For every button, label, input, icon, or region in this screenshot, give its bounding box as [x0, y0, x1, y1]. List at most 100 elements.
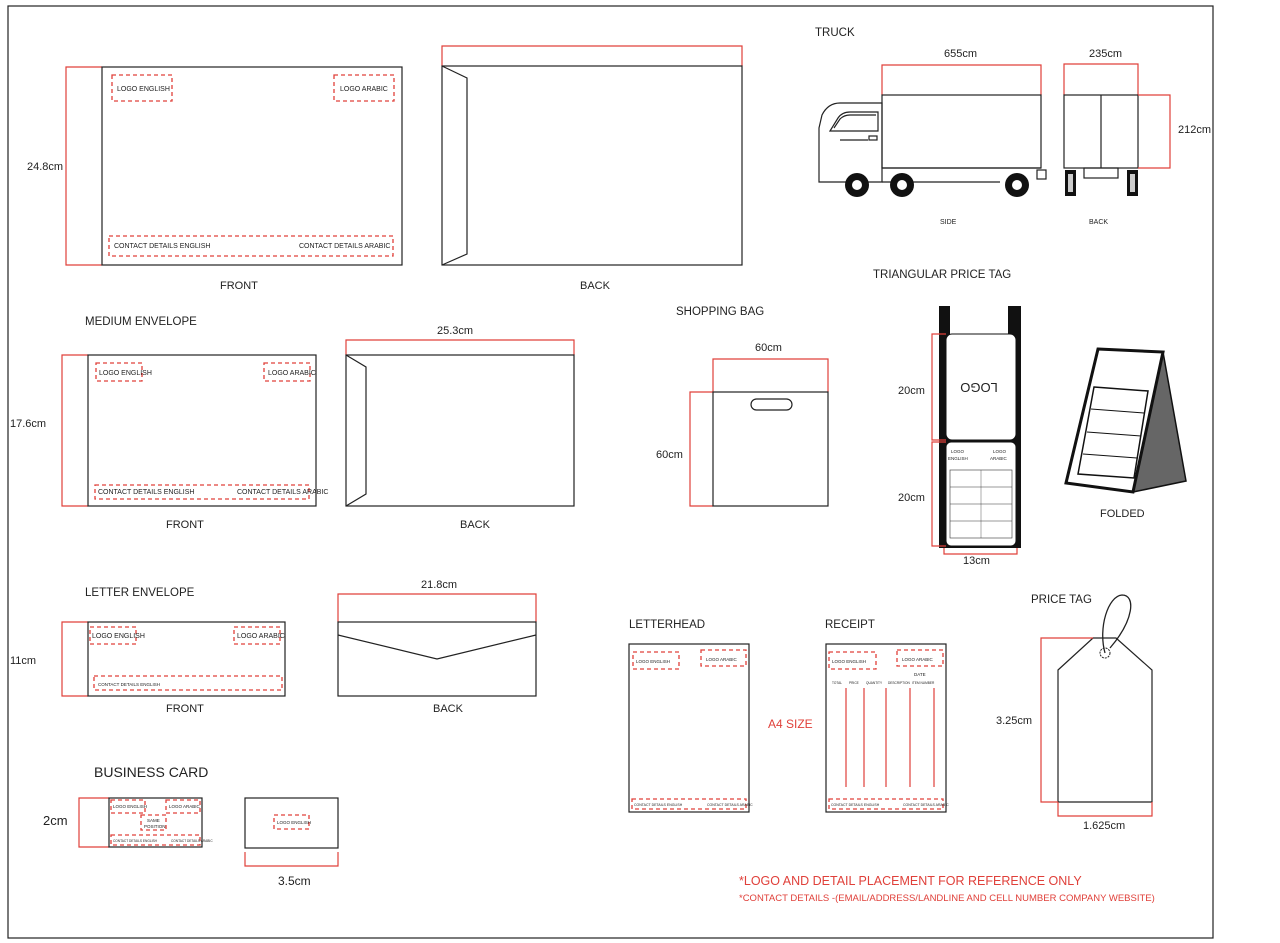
price-tag-group: PRICE TAG 3.25cm 1.625cm: [996, 594, 1153, 832]
a4-size-label: A4 SIZE: [768, 717, 813, 731]
receipt-page: [825, 643, 947, 813]
truck-group: TRUCK 655cm SIDE 235cm 212cm BACK: [815, 27, 1211, 226]
truck-rear-light: [1036, 169, 1047, 180]
logo-arabic-box: [333, 74, 395, 102]
letter-envelope-height-label: 11cm: [10, 655, 36, 667]
receipt-col-total: TOTAL: [832, 681, 842, 685]
truck-back-caption: BACK: [1089, 219, 1108, 226]
letterhead-title: LETTERHEAD: [629, 619, 705, 631]
letterhead-group: LETTERHEAD LOGO ENGLISH LOGO ARABIC CONT…: [628, 619, 753, 813]
contact-english-label: CONTACT DETAILS ENGLISH: [831, 803, 880, 807]
truck-cab-window: [828, 111, 879, 132]
large-envelope-height-label: 24.8cm: [27, 161, 63, 173]
same-position-label-1: SAME: [147, 818, 160, 823]
truck-hub-rear: [1012, 180, 1022, 190]
back-logo-label: LOGO ENGLISH: [277, 820, 311, 825]
tag-logo-arabic-1: LOGO: [993, 449, 1007, 454]
medium-envelope-width-label: 25.3cm: [437, 325, 473, 337]
shopping-bag-width-dimension: [712, 358, 829, 392]
business-card-width-dimension: [244, 852, 339, 867]
logo-arabic-box: [233, 626, 281, 645]
logo-english-label: LOGO ENGLISH: [636, 659, 670, 664]
logo-english-label: LOGO ENGLISH: [99, 370, 152, 377]
logo-english-label: LOGO ENGLISH: [832, 659, 866, 664]
tag-height-top-label: 20cm: [898, 385, 925, 397]
receipt-title: RECEIPT: [825, 619, 875, 631]
tag-upper-panel: [945, 333, 1017, 441]
letter-envelope-title: LETTER ENVELOPE: [85, 587, 195, 599]
folded-tag-info-panel: [1077, 386, 1149, 479]
letter-envelope-width-dimension: [337, 593, 537, 622]
tag-logo-english-1: LOGO: [951, 449, 965, 454]
shopping-bag-width-label: 60cm: [755, 342, 782, 354]
logo-arabic-label: LOGO ARABIC: [340, 86, 388, 93]
logo-arabic-box: [700, 649, 747, 667]
back-logo-box: [273, 814, 310, 830]
letter-envelope-front: [87, 621, 286, 697]
sheet-border: [7, 5, 1214, 939]
medium-envelope-front: [87, 354, 317, 507]
large-envelope-back-flap: [441, 65, 468, 266]
same-position-box: [140, 814, 167, 831]
receipt-col-price: PRICE: [849, 681, 859, 685]
large-envelope-back-width-dimension: [441, 45, 743, 66]
logo-english-box: [828, 651, 877, 670]
folded-tag-row-line: [1086, 431, 1142, 437]
letter-envelope-back-flap: [337, 634, 537, 660]
receipt-date-label: DATE: [914, 672, 926, 677]
medium-envelope-width-dimension: [345, 339, 575, 355]
logo-english-box: [95, 362, 143, 382]
medium-envelope-front-caption: FRONT: [166, 519, 204, 531]
truck-back-wheel-left-inner: [1068, 174, 1073, 192]
logo-arabic-label: LOGO ARABIC: [237, 633, 285, 640]
contact-english-label: CONTACT DETAILS ENGLISH: [114, 243, 210, 250]
contact-arabic-label: CONTACT DETAILS ARABIC: [237, 489, 328, 496]
tag-width-dimension: [943, 548, 1018, 555]
same-position-label-2: POSITION: [144, 824, 166, 829]
medium-envelope-back-caption: BACK: [460, 519, 491, 531]
letter-envelope-width-label: 21.8cm: [421, 579, 457, 591]
receipt-col-quantity: QUANTITY: [866, 681, 883, 685]
large-envelope-group: 24.8cm LOGO ENGLISH LOGO ARABIC CONTACT …: [27, 45, 743, 292]
contact-details-box: [110, 834, 201, 846]
truck-hub-front: [852, 180, 862, 190]
contact-details-box: [108, 235, 394, 257]
business-card-height-dimension: [78, 797, 109, 848]
contact-english-label: CONTACT DETAILS ENGLISH: [113, 839, 158, 843]
shopping-bag-group: SHOPPING BAG 60cm 60cm: [656, 306, 829, 507]
contact-arabic-label: CONTACT DETAILS ARABIC: [171, 839, 213, 843]
truck-back-wheel-right-inner: [1130, 174, 1135, 192]
logo-english-box: [110, 799, 146, 814]
large-envelope-front-caption: FRONT: [220, 280, 258, 292]
price-tag-string: [1102, 594, 1132, 654]
logo-english-label: LOGO ENGLISH: [113, 804, 147, 809]
note-contact-details: *CONTACT DETAILS -(EMAIL/ADDRESS/LANDLIN…: [739, 893, 1155, 904]
logo-english-box: [632, 651, 680, 670]
tag-logo-label: LOGO: [960, 380, 998, 395]
contact-details-box: [94, 484, 310, 500]
large-envelope-back-caption: BACK: [580, 280, 611, 292]
price-tag-width-dimension: [1057, 802, 1153, 817]
business-card-front: [108, 797, 203, 848]
logo-english-box: [111, 74, 173, 102]
truck-length-dimension: [881, 64, 1042, 95]
note-placement-reference: *LOGO AND DETAIL PLACEMENT FOR REFERENCE…: [739, 874, 1082, 888]
truck-length-label: 655cm: [944, 48, 977, 60]
letter-envelope-group: LETTER ENVELOPE 11cm LOGO ENGLISH LOGO A…: [10, 579, 537, 715]
truck-back-bumper: [1083, 167, 1119, 179]
large-envelope-front: [101, 66, 403, 266]
tag-logo-english-2: ENGLISH: [948, 456, 968, 461]
medium-envelope-height-label: 17.6cm: [10, 418, 46, 430]
contact-english-label: CONTACT DETAILS ENGLISH: [98, 682, 160, 687]
logo-arabic-label: LOGO ARABIC: [169, 804, 201, 809]
folded-tag-front: [1064, 347, 1165, 494]
shopping-bag-title: SHOPPING BAG: [676, 306, 764, 318]
medium-envelope-height-dimension: [61, 354, 88, 507]
logo-english-label: LOGO ENGLISH: [92, 633, 145, 640]
receipt-group: RECEIPT LOGO ENGLISH LOGO ARABIC DATE TO…: [825, 619, 949, 813]
folded-tag-row-line: [1082, 453, 1138, 459]
logo-arabic-label: LOGO ARABIC: [268, 370, 316, 377]
tag-height-top-dimension: [931, 333, 946, 441]
truck-width-dimension: [1063, 63, 1139, 95]
letter-envelope-back: [337, 621, 537, 697]
